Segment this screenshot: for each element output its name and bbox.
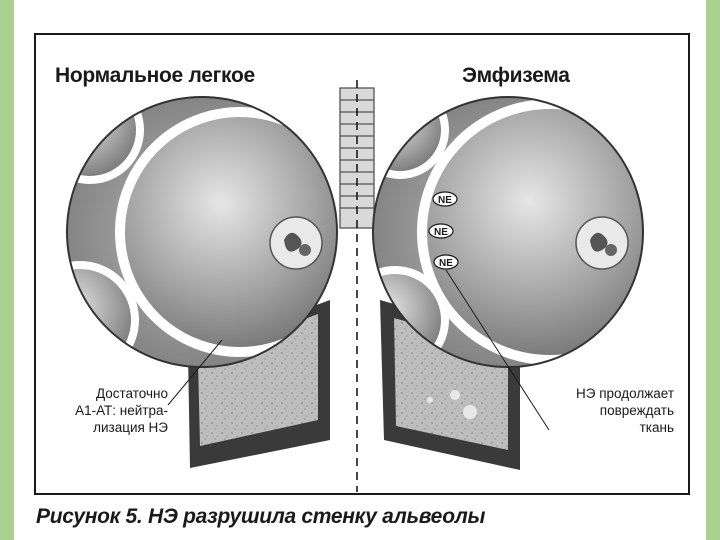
neutrophil-icon xyxy=(575,216,629,270)
ne-marker: NE xyxy=(428,223,454,239)
leader-line-left xyxy=(167,339,223,406)
figure-caption: Рисунок 5. НЭ разрушила стенку альвеолы xyxy=(36,505,486,528)
svg-text:NE: NE xyxy=(434,227,448,238)
leader-line-right xyxy=(445,269,550,431)
note-right: НЭ продолжает повреждать ткань xyxy=(576,386,674,435)
title-normal-lung: Нормальное легкое xyxy=(55,64,255,87)
title-emphysema: Эмфизема xyxy=(462,64,570,87)
neutrophil-icon xyxy=(269,216,323,270)
ne-marker: NE xyxy=(433,254,459,270)
svg-text:NE: NE xyxy=(439,258,453,269)
note-left: Достаточно А1-АТ: нейтра- лизация НЭ xyxy=(75,386,168,435)
svg-text:NE: NE xyxy=(438,195,452,206)
ne-marker: NE xyxy=(432,191,458,207)
